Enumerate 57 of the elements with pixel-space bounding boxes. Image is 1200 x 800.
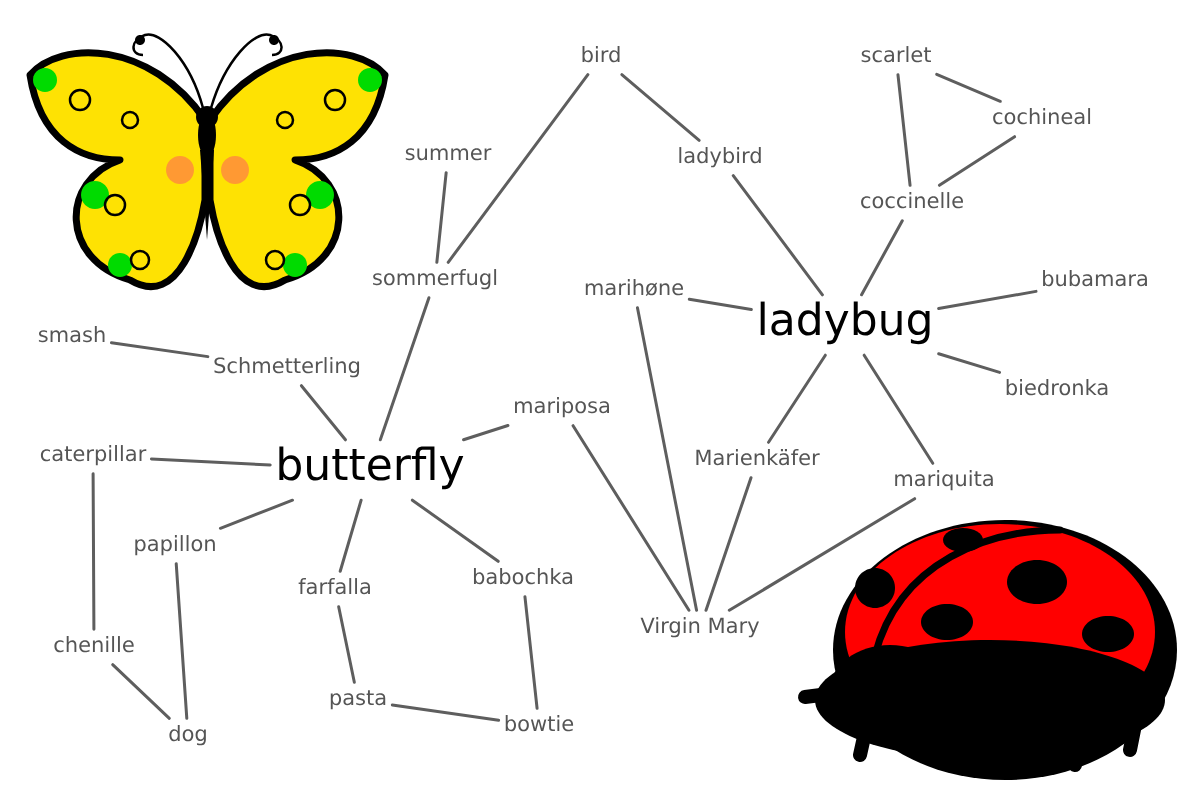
word-label: scarlet [861,46,931,63]
connector-line [635,306,699,612]
connector-line [937,289,1038,310]
word-label: Schmetterling [214,357,360,378]
word-label: babochka [473,568,573,585]
word-label: mariquita [895,470,993,491]
connector-line [462,423,510,442]
word-label: caterpillar [40,445,147,466]
connector-line [299,384,347,442]
connector-line [435,171,448,264]
word-label: biedronka [1006,379,1108,396]
headword-label: butterfly [279,446,464,490]
connector-line [687,297,753,311]
word-label: mariposa [515,397,609,418]
word-label: marihøne [585,279,683,296]
connector-line [937,352,1002,374]
connector-line [523,595,539,710]
word-label: Virgin Mary [640,617,759,638]
connector-line [337,605,356,684]
word-label: bird [582,46,620,63]
connector-line [378,296,431,442]
connector-line [410,498,500,563]
connector-line [896,73,912,187]
connector-line [860,219,904,297]
connector-line [446,73,590,264]
headword-label: ladybug [760,301,930,345]
connector-line [704,476,753,612]
connector-line [218,498,294,530]
connector-line [111,663,171,720]
word-label: coccinelle [861,192,963,209]
word-label: Marienkäfer [696,449,820,466]
connector-line [174,562,189,720]
word-label: bubamara [1043,270,1147,287]
word-label: ladybird [679,147,761,168]
connector-line [150,457,272,467]
connector-line [91,472,96,631]
connector-line [935,72,1002,103]
word-label: pasta [330,690,386,710]
word-label: chenille [54,636,134,653]
connector-line [727,497,917,612]
word-label: dog [169,725,206,746]
word-label: farfalla [298,578,370,595]
connector-line [937,135,1017,187]
connector-line [338,498,363,573]
connector-line [390,703,501,722]
connector-line [862,353,935,465]
connector-line [620,73,701,142]
connector-line [109,341,210,359]
connector-line [767,353,827,444]
word-label: summer [405,148,492,161]
word-label: sommerfugl [373,269,497,290]
connector-line [731,174,824,297]
word-label: papillon [135,535,215,556]
word-label: smash [38,326,105,343]
connector-line [571,424,691,612]
word-label: cochineal [993,108,1091,125]
word-label: bowtie [505,715,574,732]
